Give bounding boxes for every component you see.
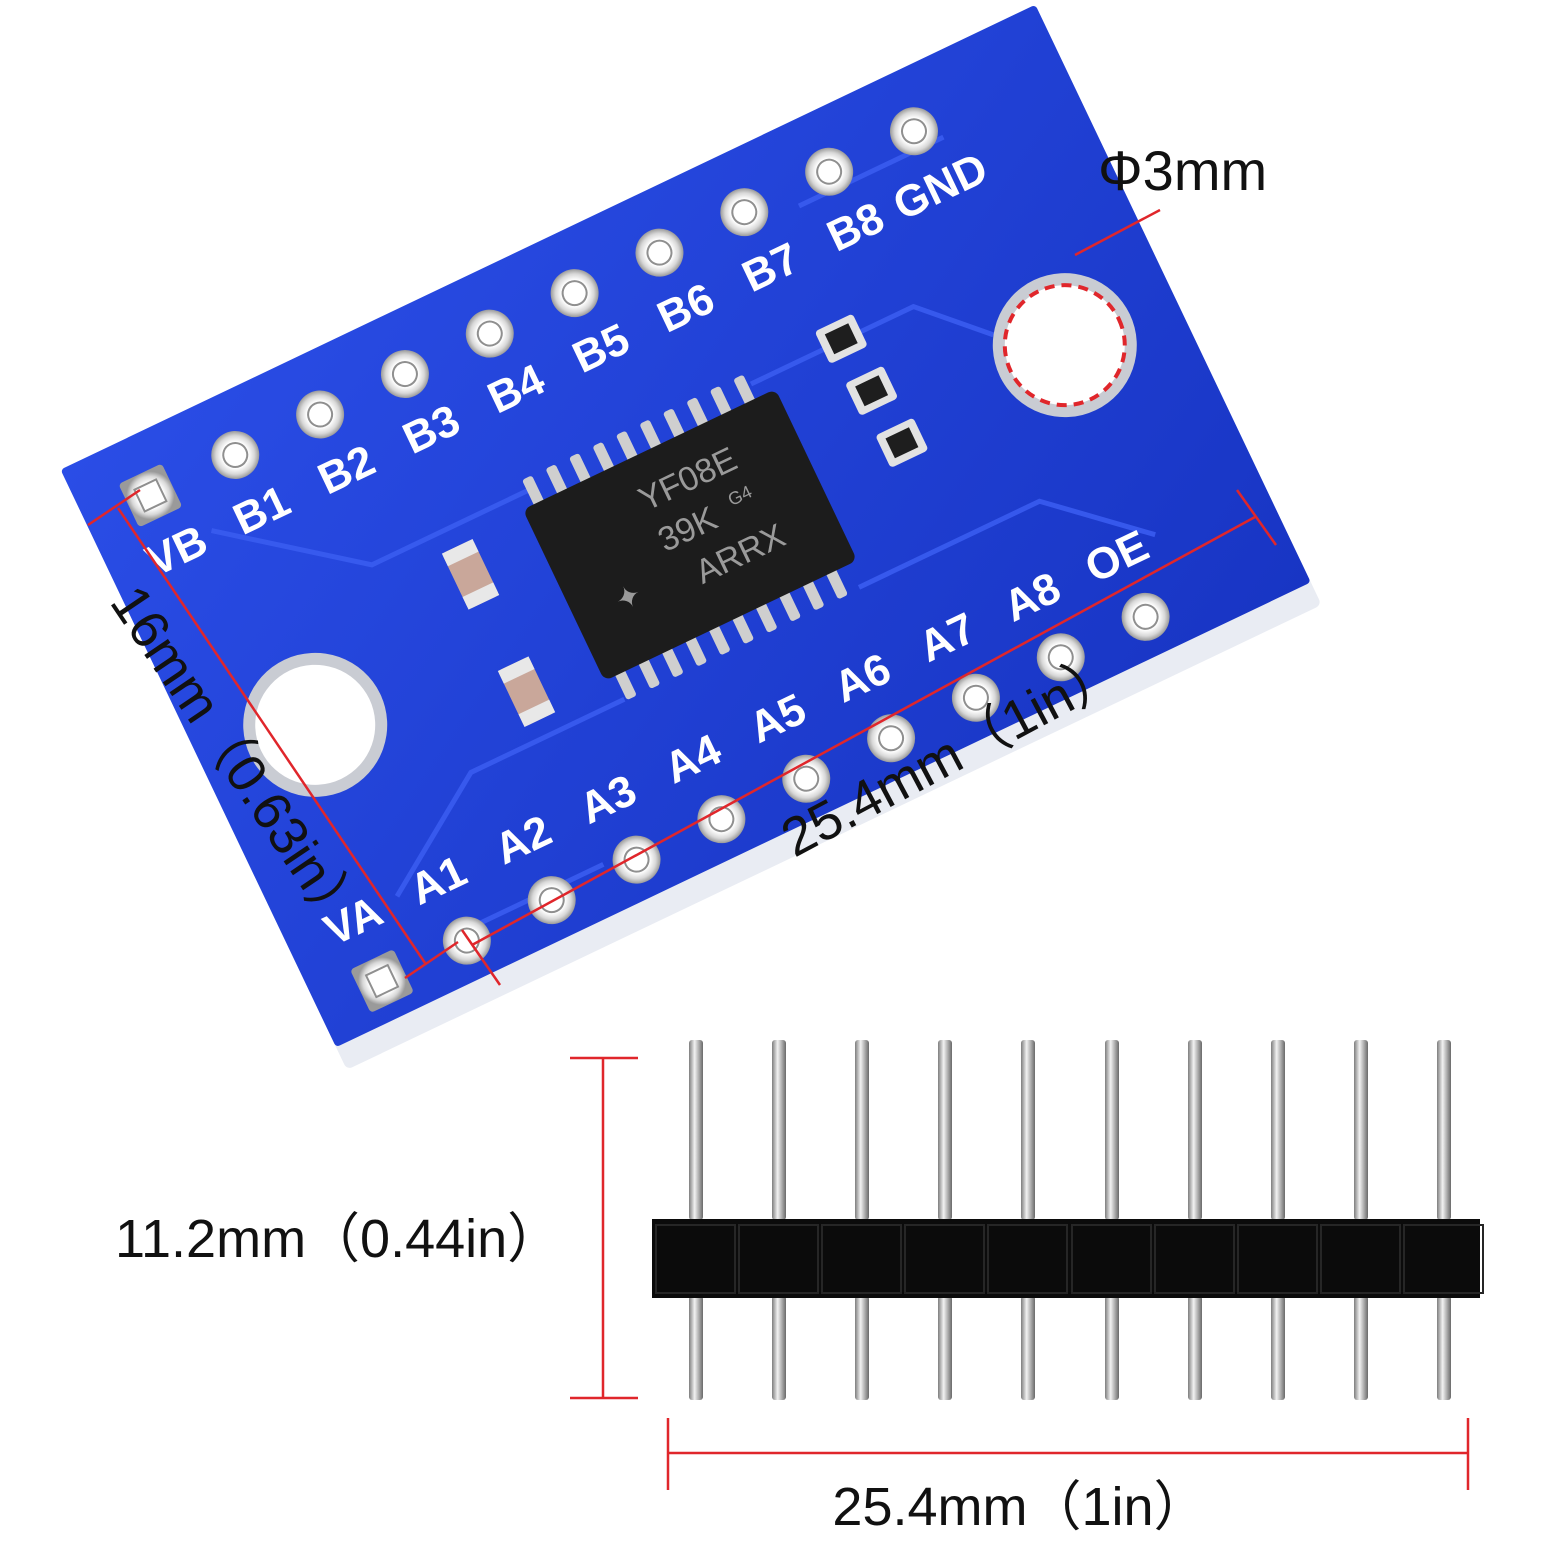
bottom-pin-pad[interactable] xyxy=(350,949,414,1013)
header-pin-bottom xyxy=(772,1296,786,1400)
top-pin-pad[interactable] xyxy=(288,383,352,447)
header-segment xyxy=(738,1224,819,1294)
header-pin-bottom xyxy=(689,1296,703,1400)
header-segment xyxy=(987,1224,1068,1294)
bottom-pin-pad[interactable] xyxy=(774,747,838,811)
bottom-pin-pad[interactable] xyxy=(1029,625,1093,689)
header-segment xyxy=(1320,1224,1401,1294)
top-pin-pad[interactable] xyxy=(712,180,776,244)
header-pin-top xyxy=(1021,1040,1035,1220)
bottom-pin-pad[interactable] xyxy=(1114,585,1178,649)
header-pin-bottom xyxy=(1354,1296,1368,1400)
header-segments xyxy=(655,1224,1484,1294)
header-segment xyxy=(1403,1224,1484,1294)
top-pin-pad[interactable] xyxy=(543,261,607,325)
header-pin-bottom xyxy=(1271,1296,1285,1400)
hole-diameter-marker xyxy=(1002,283,1127,408)
header-height-label: 11.2mm（0.44in） xyxy=(115,1209,561,1269)
header-pin-bottom xyxy=(938,1296,952,1400)
header-dimension-lines xyxy=(570,1056,1470,1490)
header-pins xyxy=(689,1040,1451,1400)
header-segment xyxy=(1237,1224,1318,1294)
header-pin-top xyxy=(1188,1040,1202,1220)
ic-chip: YF08E 39K G4 ARRX ✦ xyxy=(522,375,855,700)
header-pin-top xyxy=(938,1040,952,1220)
header-pin-bottom xyxy=(855,1296,869,1400)
header-pin-top xyxy=(1437,1040,1451,1220)
smd-components-right xyxy=(815,314,928,467)
header-pin-bottom xyxy=(1021,1296,1035,1400)
header-segment xyxy=(904,1224,985,1294)
top-pin-pad[interactable] xyxy=(627,221,691,285)
header-pin-top xyxy=(1271,1040,1285,1220)
header-segment xyxy=(655,1224,736,1294)
header-pin-top xyxy=(1354,1040,1368,1220)
smd-capacitor-left-top xyxy=(441,539,500,610)
header-length-label: 25.4mm（1in） xyxy=(832,1477,1207,1537)
header-pin-bottom xyxy=(1105,1296,1119,1400)
header-segment xyxy=(1154,1224,1235,1294)
header-pin-top xyxy=(689,1040,703,1220)
smd-capacitor-left-bottom xyxy=(497,656,556,727)
top-pin-pad[interactable] xyxy=(118,463,182,527)
board-dimension-lines xyxy=(87,208,1278,986)
pcb-board: YF08E 39K G4 ARRX ✦ VBB1B2B3B4B5B6B7B8GN… xyxy=(61,6,1320,1068)
bottom-pin-pad[interactable] xyxy=(859,706,923,770)
chip-body xyxy=(525,391,855,679)
header-pin-top xyxy=(1105,1040,1119,1220)
top-pin-pad[interactable] xyxy=(882,99,946,163)
top-pin-pad[interactable] xyxy=(797,140,861,204)
header-pin-top xyxy=(772,1040,786,1220)
top-pin-pad[interactable] xyxy=(373,342,437,406)
top-pin-pad[interactable] xyxy=(203,423,267,487)
header-pin-bottom xyxy=(1188,1296,1202,1400)
header-pin-bottom xyxy=(1437,1296,1451,1400)
mounting-hole-right xyxy=(992,273,1137,418)
header-segment xyxy=(1071,1224,1152,1294)
top-pin-pad[interactable] xyxy=(458,302,522,366)
pcb-traces xyxy=(210,134,1156,927)
hole-diameter-label: Φ3mm xyxy=(1098,139,1267,202)
header-segment xyxy=(821,1224,902,1294)
pin-header xyxy=(652,1040,1484,1400)
bottom-pin-pad[interactable] xyxy=(944,666,1008,730)
header-pin-top xyxy=(855,1040,869,1220)
